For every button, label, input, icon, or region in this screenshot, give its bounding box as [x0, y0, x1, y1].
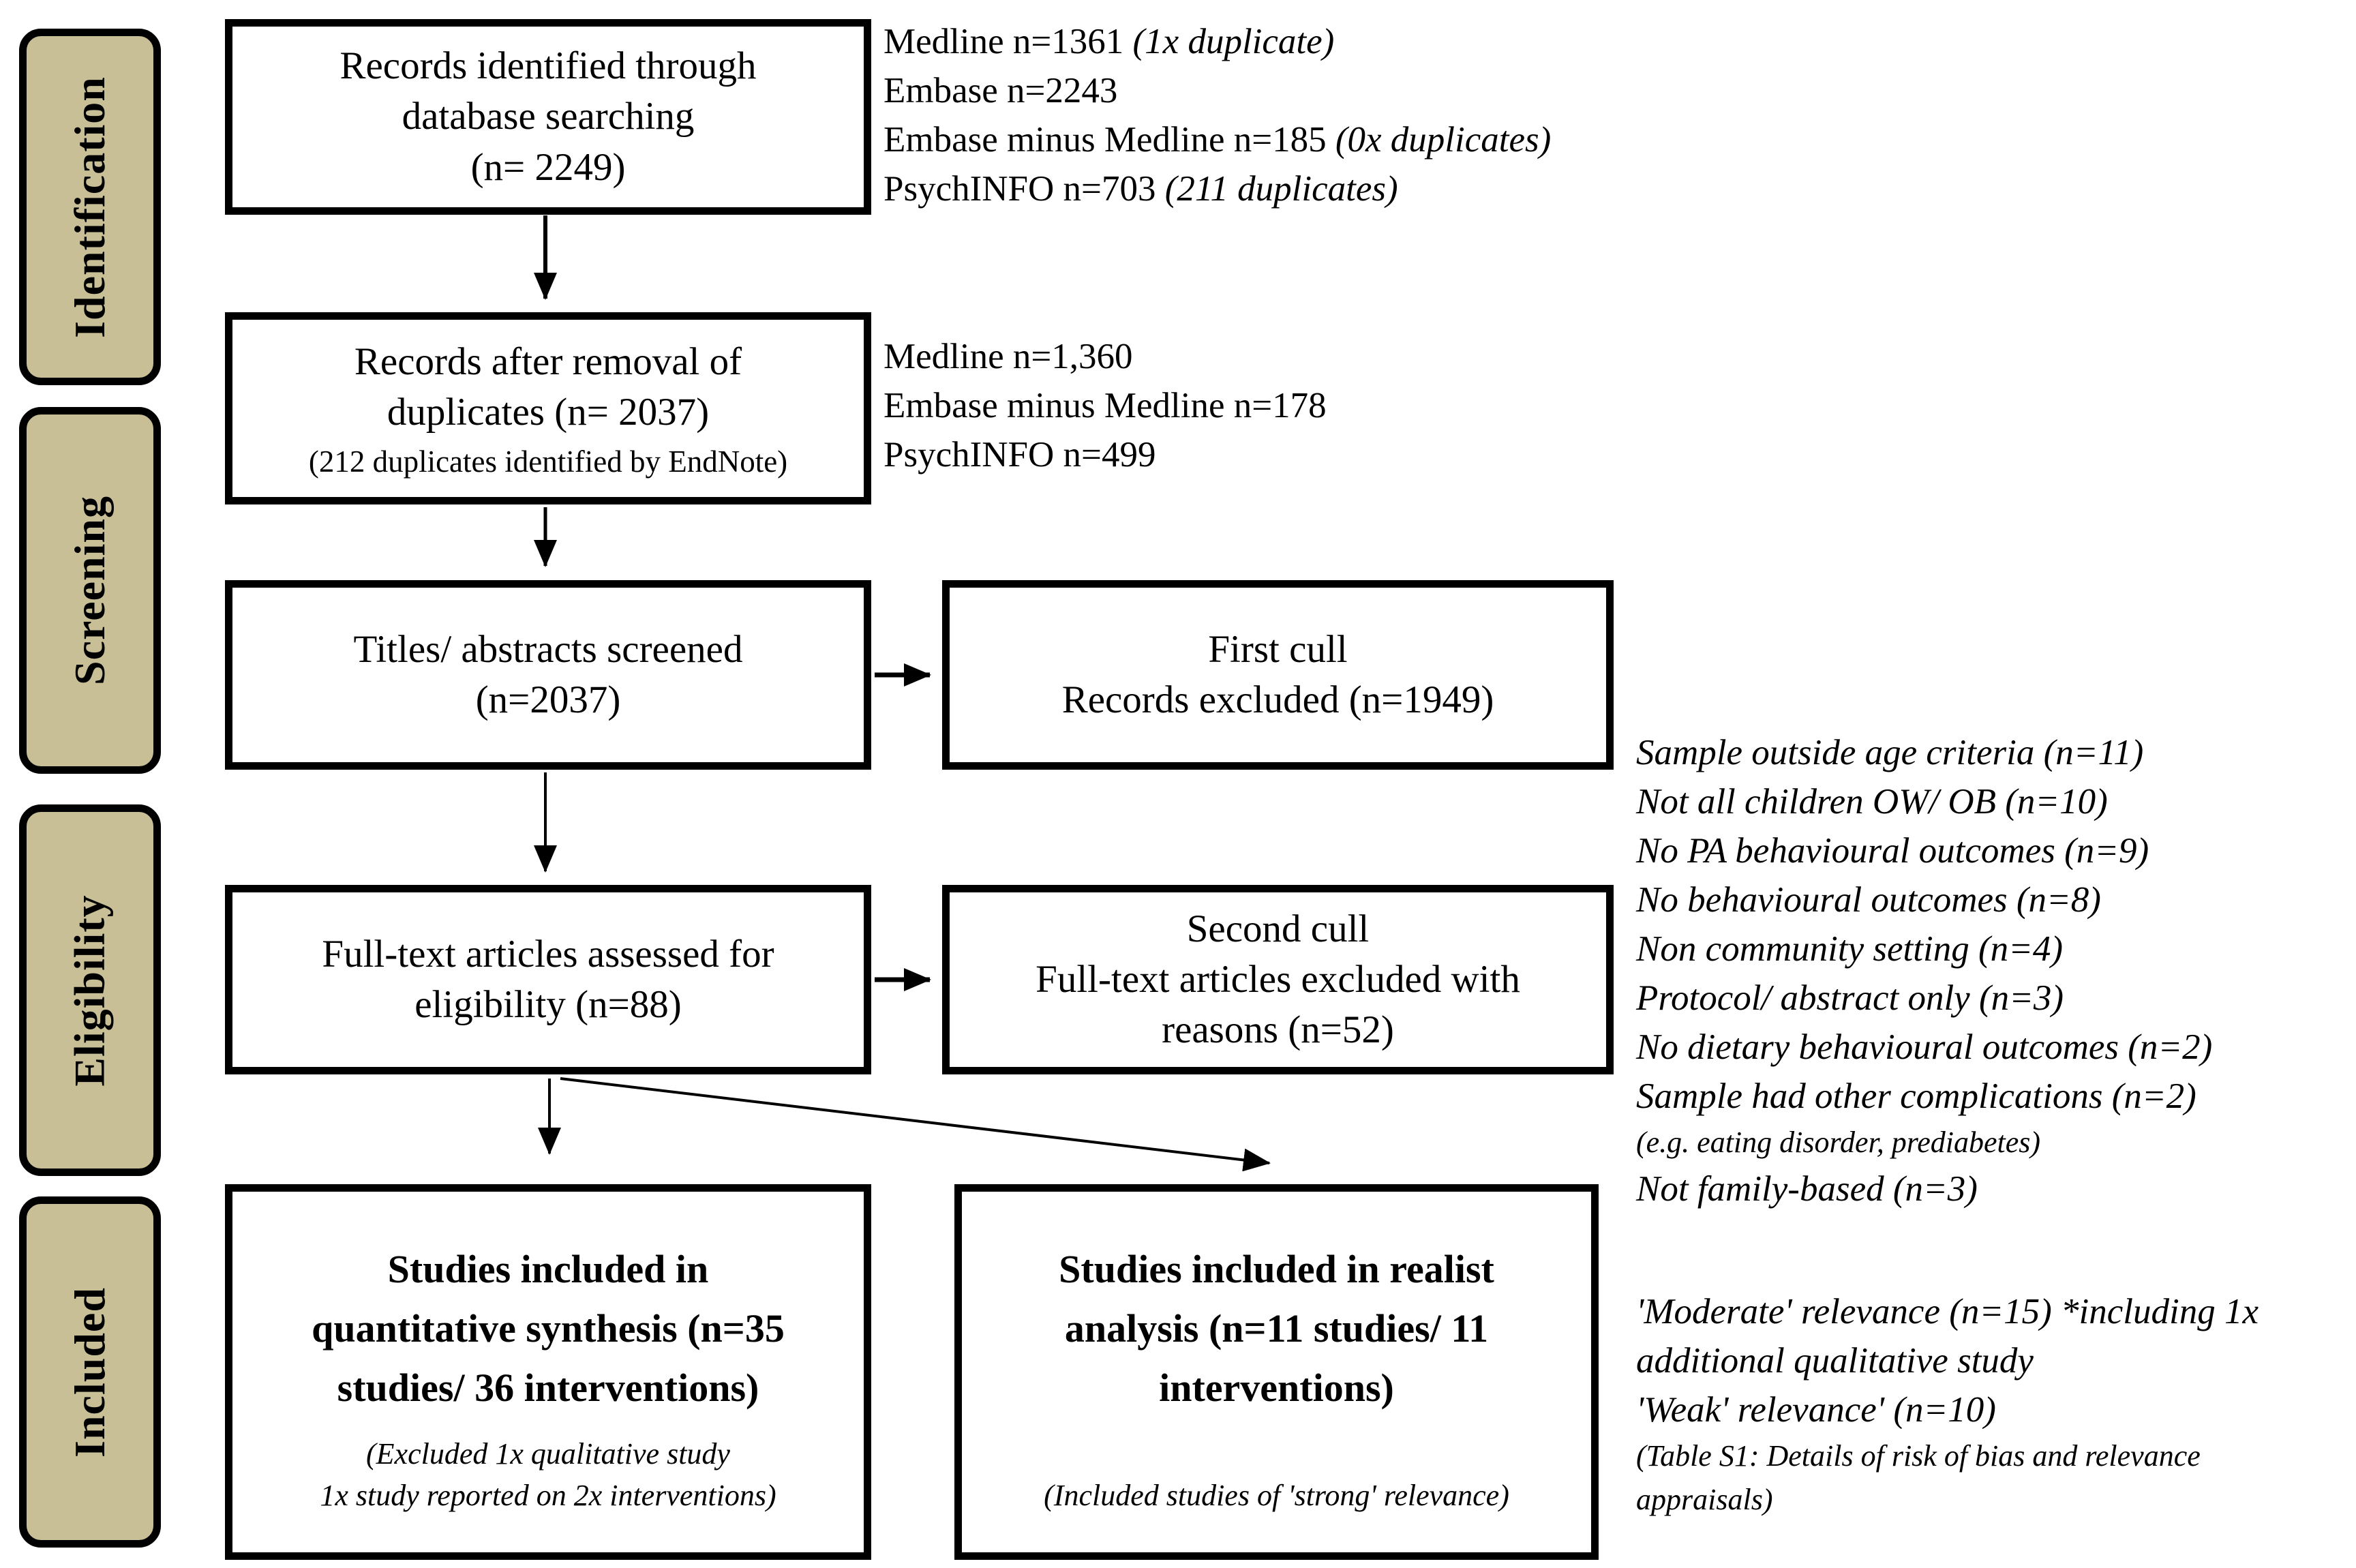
box-note: (Included studies of 'strong' relevance) [1044, 1475, 1509, 1517]
box-note: (Excluded 1x qualitative study 1x study … [320, 1433, 776, 1517]
relevance-line: 'Weak' relevance' (n=10) [1636, 1390, 1996, 1430]
box-text-line: Full-text articles assessed for [322, 932, 774, 976]
box-fulltext-assessed: Full-text articles assessed for eligibil… [225, 885, 871, 1074]
stage-included: Included [19, 1196, 161, 1548]
box-quantitative-synthesis: Studies included in quantitative synthes… [225, 1184, 871, 1560]
annotation-line: PsychINFO n=499 [883, 435, 1156, 474]
annotation-line: Medline n=1,360 [883, 337, 1133, 376]
exclusion-reason: Sample had other complications (n=2) [1636, 1076, 2196, 1116]
box-text-line: Second cull [1186, 907, 1370, 950]
box-note-line: (Included studies of 'strong' relevance) [1044, 1479, 1509, 1513]
box-realist-analysis: Studies included in realist analysis (n=… [954, 1184, 1599, 1560]
box-text-line: (n= 2249) [470, 145, 626, 189]
relevance-line: additional qualitative study [1636, 1341, 2034, 1381]
annotation-line: Embase minus Medline n=185 (0x duplicate… [883, 115, 1551, 164]
box-text-line: eligibility (n=88) [414, 983, 682, 1026]
stage-screening-label: Screening [65, 495, 114, 686]
annotation-line: Embase minus Medline n=178 [883, 386, 1327, 425]
relevance-note-line: appraisals) [1636, 1483, 1773, 1516]
box-text-line: Records excluded (n=1949) [1061, 678, 1494, 721]
annotation-line: Medline n=1361 (1x duplicate) [883, 17, 1551, 66]
relevance-line: 'Moderate' relevance (n=15) *including 1… [1636, 1292, 2259, 1331]
exclusion-reason: No PA behavioural outcomes (n=9) [1636, 831, 2149, 871]
exclusion-reason: Sample outside age criteria (n=11) [1636, 733, 2144, 772]
exclusion-reason-detail: (e.g. eating disorder, prediabetes) [1636, 1126, 2041, 1159]
stage-screening: Screening [19, 407, 161, 774]
box-first-cull: First cull Records excluded (n=1949) [942, 580, 1614, 770]
annotation-db-initial: Medline n=1361 (1x duplicate) Embase n=2… [883, 17, 1551, 213]
stage-identification: Identification [19, 29, 161, 385]
box-title-line: Studies included in realist [1059, 1247, 1494, 1291]
stage-identification-label: Identification [65, 76, 114, 338]
annotation-db-deduplicated: Medline n=1,360 Embase minus Medline n=1… [883, 332, 1327, 479]
annotation-line: PsychINFO n=703 (211 duplicates) [883, 164, 1551, 213]
exclusion-reason: Non community setting (n=4) [1636, 929, 2064, 969]
exclusion-reason: Not all children OW/ OB (n=10) [1636, 782, 2108, 821]
annotation-text: PsychINFO n=703 [883, 169, 1165, 209]
box-title: Studies included in quantitative synthes… [312, 1239, 785, 1417]
box-text-line: Titles/ abstracts screened [353, 627, 743, 671]
annotation-text: Embase n=2243 [883, 71, 1118, 110]
exclusion-reason: Not family-based (n=3) [1636, 1169, 1978, 1209]
box-title-line: quantitative synthesis (n=35 [312, 1306, 785, 1351]
annotation-note: (211 duplicates) [1164, 169, 1398, 209]
box-text-line: First cull [1208, 627, 1348, 671]
relevance-note-line: (Table S1: Details of risk of bias and r… [1636, 1439, 2201, 1473]
box-records-deduplicated: Records after removal of duplicates (n= … [225, 312, 871, 504]
exclusion-reason: No dietary behavioural outcomes (n=2) [1636, 1027, 2213, 1067]
box-text-line: Records after removal of [354, 340, 742, 383]
box-title-line: Studies included in [387, 1247, 709, 1291]
annotation-text: Medline n=1361 [883, 22, 1133, 61]
stage-included-label: Included [65, 1286, 114, 1458]
annotation-line: Embase n=2243 [883, 66, 1551, 115]
box-text-line: Records identified through [339, 44, 757, 88]
box-text-line: (n=2037) [475, 678, 621, 721]
box-title: Studies included in realist analysis (n=… [1059, 1239, 1494, 1417]
box-note-line: 1x study reported on 2x interventions) [320, 1479, 776, 1513]
annotation-relevance-appraisal: 'Moderate' relevance (n=15) *including 1… [1636, 1287, 2259, 1522]
box-title-line: analysis (n=11 studies/ 11 [1064, 1306, 1489, 1351]
stage-eligibility: Eligibility [19, 804, 161, 1176]
box-title-line: interventions) [1159, 1366, 1394, 1410]
box-subtext-line: (212 duplicates identified by EndNote) [308, 444, 788, 479]
box-text-line: duplicates (n= 2037) [387, 391, 710, 434]
box-text-line: database searching [402, 95, 695, 138]
box-titles-abstracts-screened: Titles/ abstracts screened (n=2037) [225, 580, 871, 770]
annotation-note: (0x duplicates) [1335, 120, 1552, 160]
box-note-line: (Excluded 1x qualitative study [366, 1436, 730, 1471]
box-second-cull: Second cull Full-text articles excluded … [942, 885, 1614, 1074]
exclusion-reason: Protocol/ abstract only (n=3) [1636, 978, 2064, 1018]
annotation-text: Embase minus Medline n=185 [883, 120, 1335, 160]
box-title-line: studies/ 36 interventions) [337, 1366, 759, 1410]
exclusion-reason: No behavioural outcomes (n=8) [1636, 880, 2101, 920]
box-text-line: reasons (n=52) [1162, 1008, 1394, 1052]
annotation-exclusion-reasons: Sample outside age criteria (n=11) Not a… [1636, 728, 2212, 1213]
box-records-identified: Records identified through database sear… [225, 19, 871, 215]
stage-eligibility-label: Eligibility [65, 894, 114, 1087]
annotation-note: (1x duplicate) [1132, 22, 1335, 61]
arrow-fulltext-to-realist [560, 1077, 1271, 1172]
box-text-line: Full-text articles excluded with [1036, 957, 1520, 1001]
